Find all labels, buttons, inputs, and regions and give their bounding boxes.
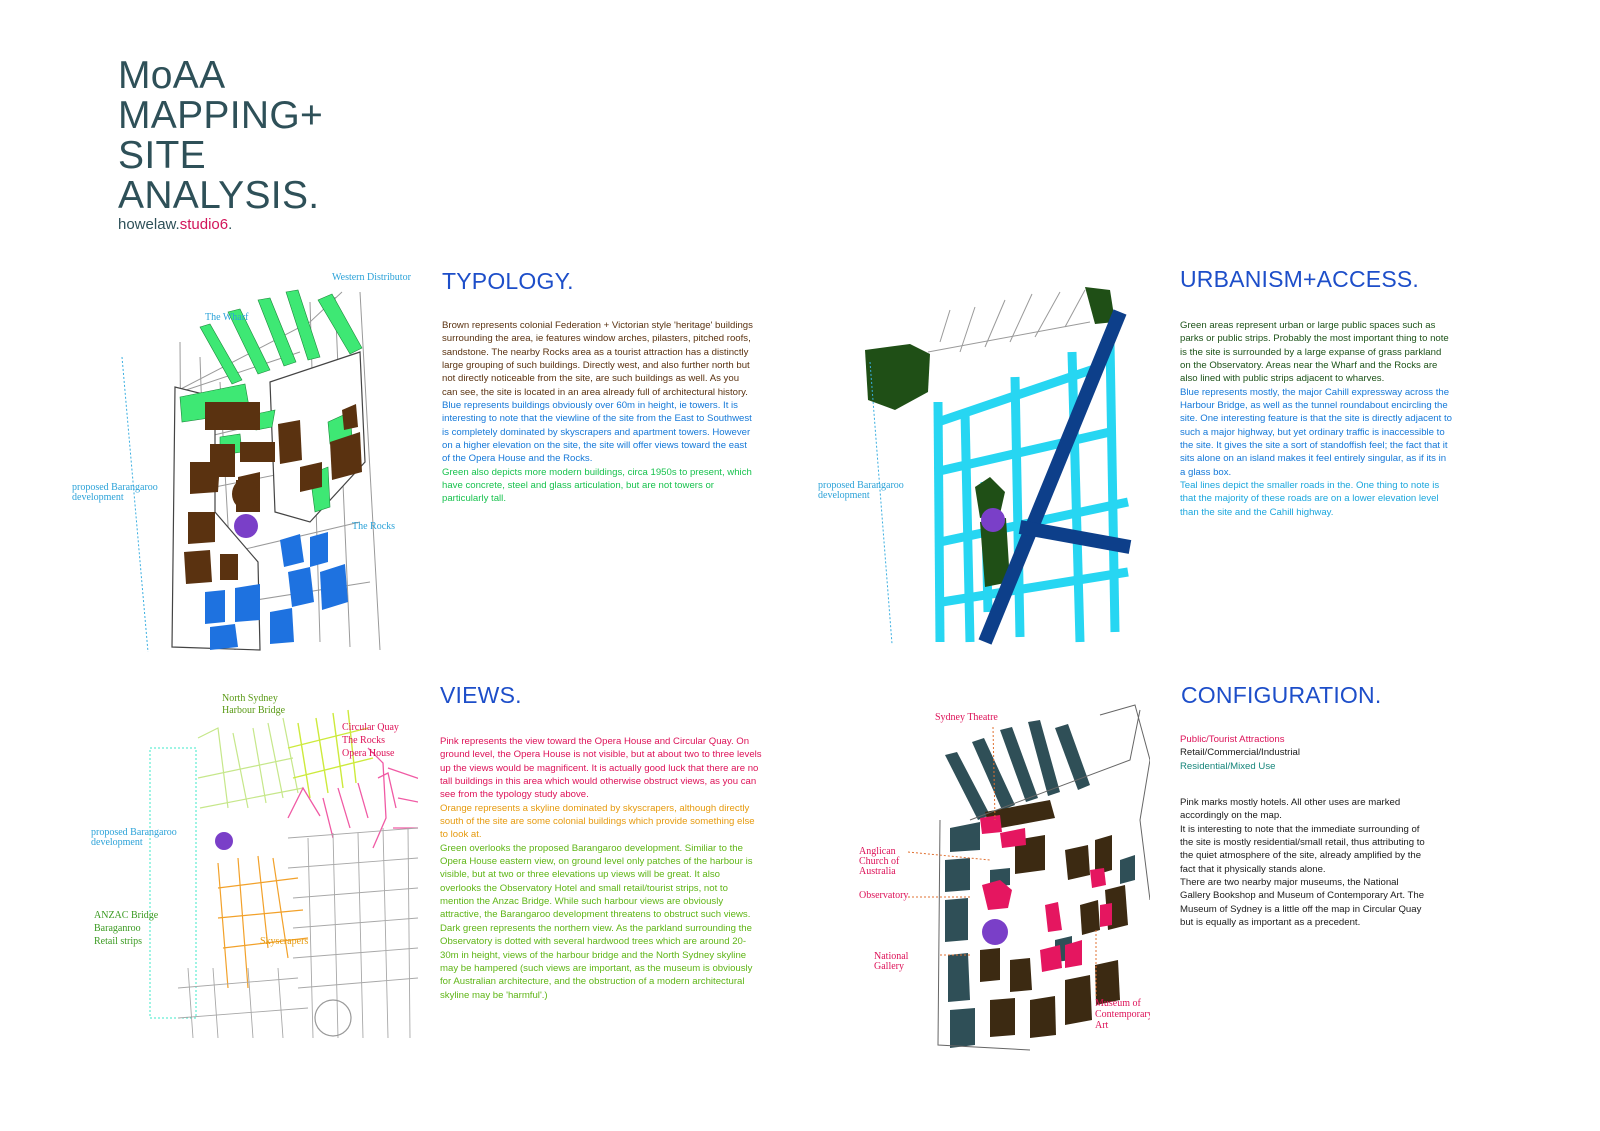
configuration-paragraph-1: Pink marks mostly hotels. All other uses… bbox=[1180, 797, 1401, 822]
cahill-expressway bbox=[978, 309, 1132, 645]
urbanism-text: Green areas represent urban or large pub… bbox=[1180, 319, 1452, 519]
retail-buildings bbox=[980, 800, 1128, 1038]
views-orange-paragraph: Orange represents a skyline dominated by… bbox=[440, 802, 755, 841]
title-line-2: MAPPING+ bbox=[118, 94, 324, 137]
view-barangaroo-lines bbox=[197, 717, 304, 809]
city-grid bbox=[177, 827, 418, 1039]
typology-blue-paragraph: Blue represents buildings obviously over… bbox=[442, 400, 752, 465]
label-national-2: Gallery bbox=[874, 961, 904, 972]
legend-residential: Residential/Mixed Use bbox=[1180, 760, 1276, 772]
configuration-map: Sydney Theatre Anglican Church of Austra… bbox=[859, 704, 1150, 1051]
views-map: North Sydney Harbour Bridge Circular Qua… bbox=[91, 693, 418, 1039]
label-anglican-3: Australia bbox=[859, 866, 896, 877]
park-observatory bbox=[980, 518, 1010, 587]
configuration-legend: Public/Tourist Attractions Retail/Commer… bbox=[1180, 733, 1430, 773]
label-western-distributor: Western Distributor bbox=[332, 272, 412, 283]
label-anzac-2: Baraganroo bbox=[94, 923, 141, 934]
tower-buildings bbox=[205, 532, 348, 650]
urbanism-blue-paragraph: Blue represents mostly, the major Cahill… bbox=[1180, 386, 1452, 478]
typology-heading: TYPOLOGY. bbox=[442, 268, 574, 294]
typology-green-paragraph: Green also depicts more modern buildings… bbox=[442, 466, 752, 505]
label-anzac-3: Retail strips bbox=[94, 936, 142, 947]
legend-public: Public/Tourist Attractions bbox=[1180, 734, 1285, 745]
byline-studio: studio6 bbox=[179, 216, 229, 233]
label-circular-1: Circular Quay bbox=[342, 722, 399, 733]
byline-end: . bbox=[228, 216, 233, 233]
label-mca-2: Contemporary bbox=[1095, 1009, 1150, 1020]
views-pink-paragraph: Pink represents the view toward the Oper… bbox=[440, 736, 762, 801]
label-urb-barangaroo-2: development bbox=[818, 490, 870, 501]
label-sydney-theatre: Sydney Theatre bbox=[935, 712, 998, 723]
legend-retail: Retail/Commercial/Industrial bbox=[1180, 747, 1300, 759]
label-barangaroo-1: proposed Barangaroo bbox=[72, 482, 158, 493]
site-marker-config bbox=[982, 919, 1008, 945]
title-line-1: MoAA bbox=[118, 54, 226, 97]
label-observatory: Observatory bbox=[859, 890, 908, 901]
park-barangaroo bbox=[865, 344, 930, 410]
view-skyline-lines bbox=[217, 855, 309, 989]
title-line-4: ANALYSIS. bbox=[118, 174, 320, 217]
label-mca-3: Art bbox=[1095, 1020, 1109, 1031]
label-barangaroo-2: development bbox=[72, 492, 124, 503]
site-marker-views bbox=[215, 832, 233, 850]
configuration-heading: CONFIGURATION. bbox=[1181, 682, 1382, 708]
label-urb-barangaroo-1: proposed Barangaroo bbox=[818, 480, 904, 491]
label-skyscrapers: Skyscrapers bbox=[260, 936, 308, 947]
title-line-3: SITE bbox=[118, 134, 206, 177]
local-roads bbox=[933, 341, 1129, 643]
label-anglican-1: Anglican bbox=[859, 846, 896, 857]
label-north-sydney-1: North Sydney bbox=[222, 693, 278, 704]
label-anzac-1: ANZAC Bridge bbox=[94, 910, 159, 921]
views-darkgreen-paragraph: Dark green represents the northern view.… bbox=[440, 922, 753, 1001]
label-circular-2: The Rocks bbox=[342, 735, 385, 746]
byline: howelaw.studio6. bbox=[118, 216, 232, 233]
urbanism-green-paragraph: Green areas represent urban or large pub… bbox=[1180, 320, 1449, 385]
typology-map: Western Distributor The Wharf The Rocks … bbox=[72, 272, 412, 653]
urbanism-heading: URBANISM+ACCESS. bbox=[1180, 266, 1420, 292]
label-national-1: National bbox=[874, 951, 909, 962]
label-north-sydney-2: Harbour Bridge bbox=[222, 705, 286, 716]
label-anglican-2: Church of bbox=[859, 856, 900, 867]
label-circular-3: Opera House bbox=[342, 748, 395, 759]
views-green-paragraph: Green overlooks the proposed Barangaroo … bbox=[440, 842, 753, 921]
view-north-lines bbox=[287, 709, 374, 799]
configuration-paragraph-3: There are two nearby major museums, the … bbox=[1180, 877, 1425, 929]
typology-text: Brown represents colonial Federation + V… bbox=[442, 319, 754, 506]
label-views-barangaroo-1: proposed Barangaroo bbox=[91, 827, 177, 838]
site-marker bbox=[234, 514, 258, 538]
configuration-paragraph-2: It is interesting to note that the immed… bbox=[1180, 823, 1425, 875]
byline-main: howelaw. bbox=[118, 216, 180, 233]
label-mca-1: Museum of bbox=[1095, 998, 1142, 1009]
views-heading: VIEWS. bbox=[440, 682, 522, 708]
public-attractions bbox=[980, 815, 1112, 972]
label-wharf: The Wharf bbox=[205, 312, 249, 323]
label-views-barangaroo-2: development bbox=[91, 837, 143, 848]
urbanism-teal-paragraph: Teal lines depict the smaller roads in t… bbox=[1180, 480, 1440, 518]
urbanism-map: proposed Barangaroo development bbox=[818, 287, 1132, 645]
site-marker-urbanism bbox=[981, 508, 1005, 532]
views-text: Pink represents the view toward the Oper… bbox=[440, 735, 762, 1002]
page-title: MoAA MAPPING+ SITE ANALYSIS. bbox=[118, 56, 323, 216]
label-rocks: The Rocks bbox=[352, 521, 395, 532]
configuration-text: Pink marks mostly hotels. All other uses… bbox=[1180, 796, 1428, 929]
typology-brown-paragraph: Brown represents colonial Federation + V… bbox=[442, 320, 753, 398]
